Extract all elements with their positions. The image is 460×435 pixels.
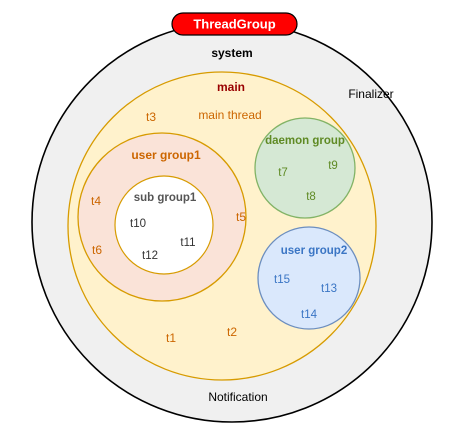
thread-t8: t8: [306, 191, 316, 203]
main-label: main: [217, 80, 245, 94]
thread-t13: t13: [321, 283, 337, 295]
sub-group1-circle: [114, 175, 214, 275]
thread-main-thread: main thread: [198, 108, 261, 122]
thread-t10: t10: [130, 218, 146, 230]
user-group2-circle: [257, 226, 361, 330]
sub-group1-label: sub group1: [134, 192, 197, 204]
thread-t2: t2: [227, 325, 237, 339]
thread-t14: t14: [301, 309, 318, 321]
user-group1-label: user group1: [131, 148, 201, 162]
thread-t9: t9: [328, 160, 338, 172]
user-group2-label: user group2: [281, 245, 347, 257]
thread-t7: t7: [278, 167, 288, 179]
daemon-group-label: daemon group: [265, 135, 345, 147]
title-pill: [171, 12, 298, 36]
thread-t12: t12: [142, 250, 158, 262]
thread-finalizer: Finalizer: [348, 87, 393, 101]
thread-t1: t1: [166, 331, 176, 345]
thread-t15: t15: [274, 274, 290, 286]
thread-t3: t3: [146, 110, 156, 124]
thread-t11: t11: [180, 237, 195, 249]
title-text: ThreadGroup: [193, 17, 275, 32]
thread-t4: t4: [91, 194, 101, 208]
daemon-group-circle: [254, 117, 356, 219]
thread-notification: Notification: [208, 390, 267, 404]
thread-t6: t6: [92, 243, 102, 257]
thread-t5: t5: [236, 210, 246, 224]
system-label: system: [211, 46, 252, 60]
